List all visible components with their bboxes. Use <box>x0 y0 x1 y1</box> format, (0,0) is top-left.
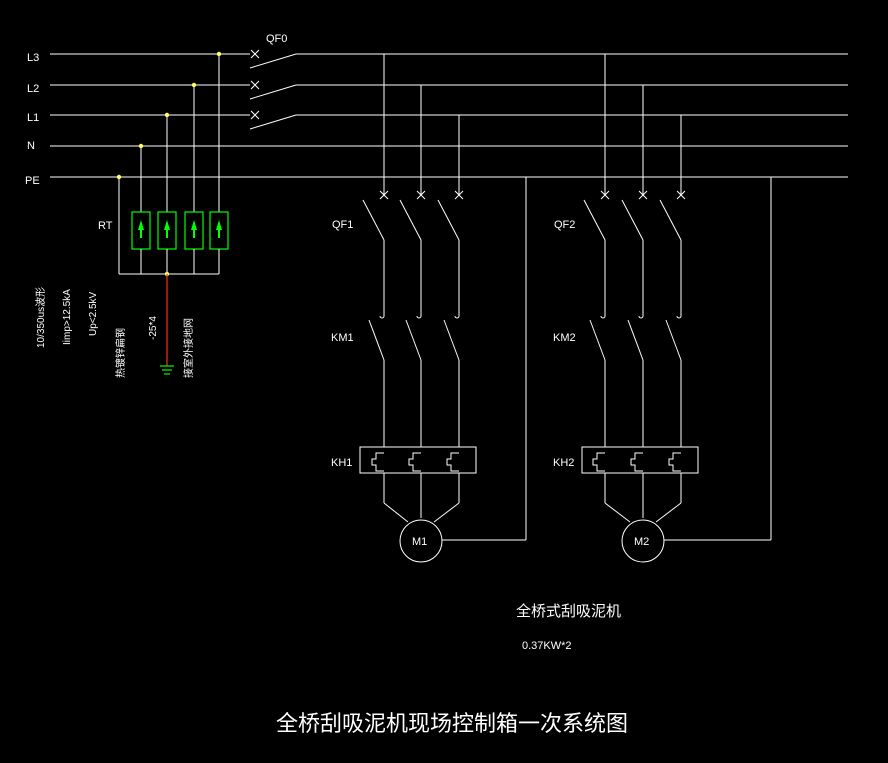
bus-lines <box>50 53 848 178</box>
diagram-title: 全桥刮吸泥机现场控制箱一次系统图 <box>276 712 628 737</box>
junction-dot <box>191 82 197 88</box>
junction-dot <box>138 143 144 149</box>
km1-label: KM1 <box>331 332 354 344</box>
equipment-name: 全桥式刮吸泥机 <box>516 602 621 620</box>
bus-label-n: N <box>27 140 35 152</box>
kh2-relay <box>581 446 699 474</box>
ground-spec-line: 热镀锌扁钢 <box>114 328 127 378</box>
spd-spec-text: 10/350us波形 Iimp>12.5kA Up<2.5kV 热镀锌扁钢 -2… <box>34 287 195 378</box>
junction-dot <box>116 174 122 180</box>
m2-label: M2 <box>634 536 649 548</box>
junction-dot <box>164 112 170 118</box>
branch-1: QF1 KM1 KH1 <box>331 54 527 563</box>
qf0-breaker: QF0 <box>249 33 318 130</box>
equipment-power: 0.37KW*2 <box>522 640 572 652</box>
spd-spec-line: Up<2.5kV <box>88 291 99 336</box>
bus-label-pe: PE <box>25 175 40 187</box>
bus-label-l2: L2 <box>27 83 39 95</box>
qf1-label: QF1 <box>332 219 353 231</box>
kh2-label: KH2 <box>553 457 574 469</box>
m1-label: M1 <box>412 536 427 548</box>
km2-label: KM2 <box>553 332 576 344</box>
kh1-relay <box>359 446 477 474</box>
kh1-label: KH1 <box>331 457 352 469</box>
qf0-label: QF0 <box>266 33 287 45</box>
motor-m1 <box>399 519 443 563</box>
motor-m2 <box>621 519 665 563</box>
bus-label-l1: L1 <box>27 112 39 124</box>
spd-label: RT <box>98 220 113 232</box>
ground-spec-line: 接室外接地网 <box>182 318 195 378</box>
branch-2: QF2 KM2 KH2 M2 <box>553 54 772 563</box>
ground-spec-line: -25*4 <box>148 316 159 340</box>
spd-spec-line: 10/350us波形 <box>34 287 47 348</box>
junction-dot <box>216 51 222 57</box>
qf2-label: QF2 <box>554 219 575 231</box>
ground-symbol <box>160 365 174 375</box>
bus-label-l3: L3 <box>27 52 39 64</box>
spd-spec-line: Iimp>12.5kA <box>62 289 73 345</box>
spd-assembly: RT <box>98 51 229 375</box>
